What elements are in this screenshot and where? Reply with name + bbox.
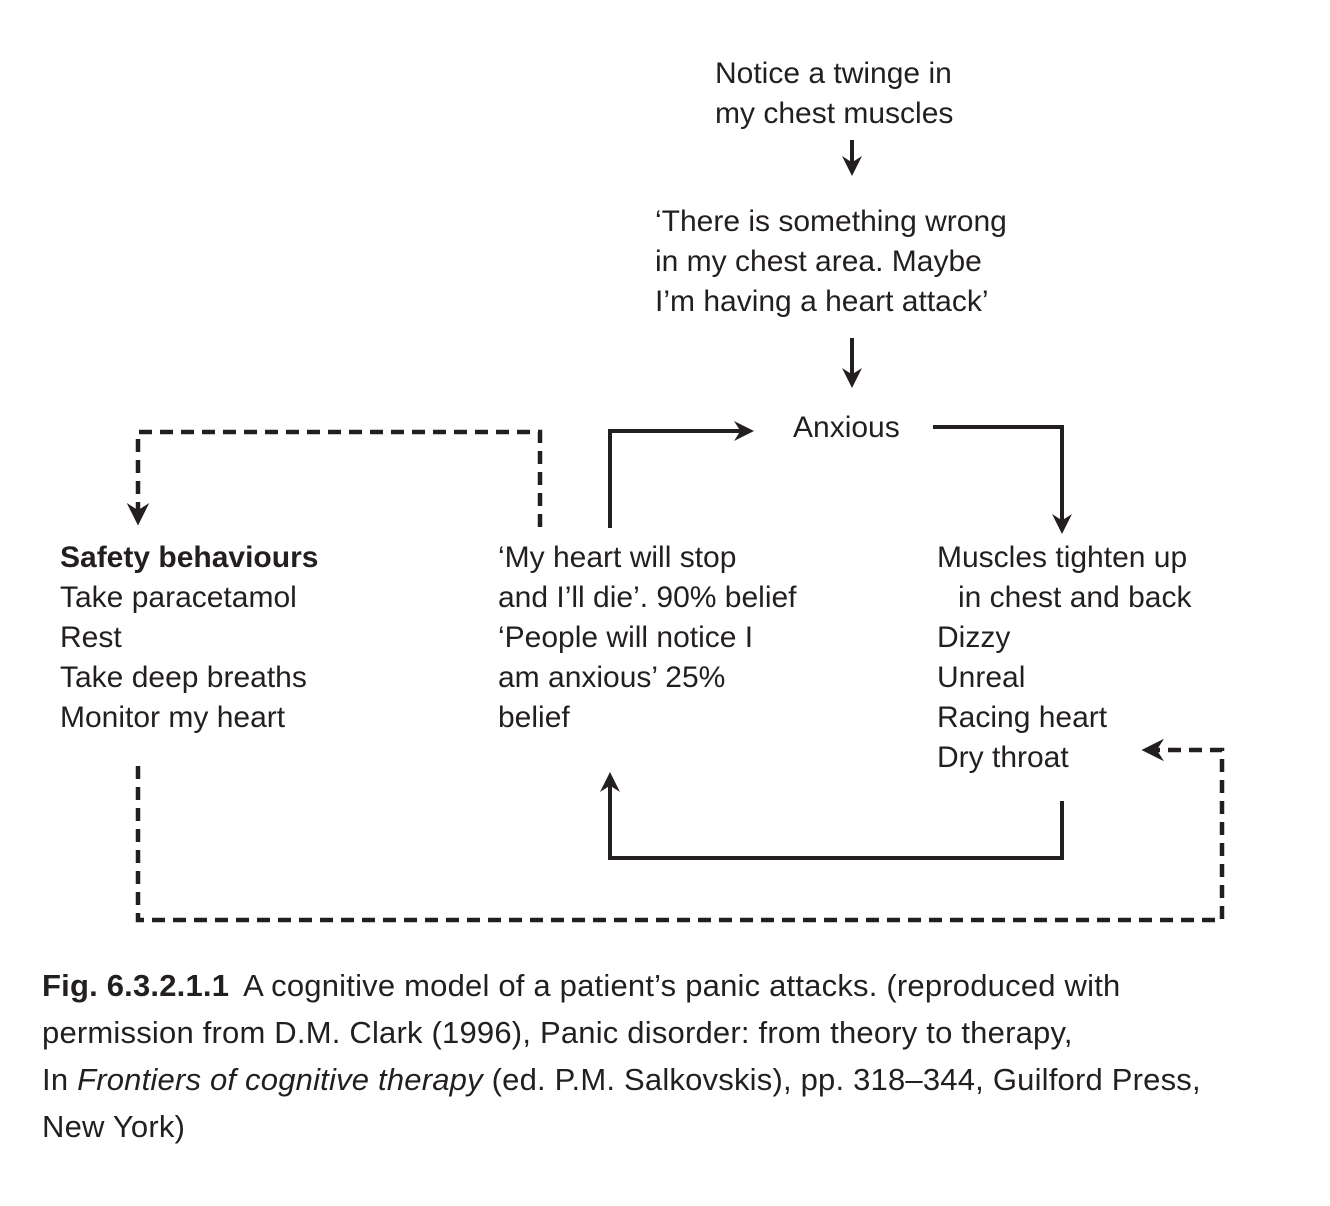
trigger-node: Notice a twinge in my chest muscles bbox=[715, 54, 953, 134]
symptom-line: Dry throat bbox=[937, 741, 1069, 774]
arrow-anxious-to-symptoms-icon bbox=[933, 425, 1072, 534]
safety-behaviour-item: Rest bbox=[60, 621, 122, 654]
belief-line: ‘People will notice I bbox=[498, 621, 754, 654]
symptom-line: Muscles tighten up bbox=[937, 541, 1188, 574]
interpretation-line: I’m having a heart attack’ bbox=[655, 285, 989, 318]
symptom-line: Unreal bbox=[937, 661, 1026, 694]
belief-line: ‘My heart will stop bbox=[498, 541, 737, 574]
symptom-line: in chest and back bbox=[958, 581, 1192, 614]
caption-line: In Frontiers of cognitive therapy (ed. P… bbox=[42, 1056, 1312, 1103]
safety-behaviours-node: Safety behaviours Take paracetamol Rest … bbox=[60, 538, 318, 738]
safety-behaviour-item: Monitor my heart bbox=[60, 701, 286, 734]
trigger-line: Notice a twinge in bbox=[715, 57, 952, 90]
caption-text: In bbox=[42, 1062, 78, 1097]
interpretation-node: ‘There is something wrong in my chest ar… bbox=[655, 202, 1007, 322]
interpretation-line: in my chest area. Maybe bbox=[655, 245, 982, 278]
anxious-label: Anxious bbox=[793, 411, 900, 444]
arrow-symptoms-loop-to-beliefs-icon bbox=[600, 772, 1064, 860]
safety-behaviours-title: Safety behaviours bbox=[60, 541, 319, 574]
caption-line: New York) bbox=[42, 1109, 186, 1144]
symptoms-node: Muscles tighten up in chest and back Diz… bbox=[937, 538, 1191, 778]
caption-line: permission from D.M. Clark (1996), Panic… bbox=[42, 1015, 1073, 1050]
belief-line: am anxious’ 25% bbox=[498, 661, 726, 694]
beliefs-node: ‘My heart will stop and I’ll die’. 90% b… bbox=[498, 538, 797, 738]
safety-behaviour-item: Take paracetamol bbox=[60, 581, 297, 614]
anxious-node: Anxious bbox=[793, 408, 900, 448]
belief-line: belief bbox=[498, 701, 570, 734]
caption-text: (ed. P.M. Salkovskis), pp. 318–344, Guil… bbox=[482, 1062, 1201, 1097]
arrow-beliefs-to-anxious-icon bbox=[608, 421, 754, 528]
symptom-line: Dizzy bbox=[937, 621, 1011, 654]
belief-line: and I’ll die’. 90% belief bbox=[498, 581, 797, 614]
figure-number: Fig. 6.3.2.1.1 bbox=[42, 968, 230, 1003]
book-title: Frontiers of cognitive therapy bbox=[77, 1062, 483, 1097]
dashed-arrow-safety-to-symptoms-icon bbox=[135, 738, 1225, 923]
dashed-arrow-to-safety-behaviours-icon bbox=[126, 429, 543, 527]
trigger-line: my chest muscles bbox=[715, 97, 954, 130]
symptom-line: Racing heart bbox=[937, 701, 1108, 734]
caption-line: Fig. 6.3.2.1.1 A cognitive model of a pat… bbox=[42, 962, 1312, 1009]
interpretation-line: ‘There is something wrong bbox=[655, 205, 1007, 238]
caption-text: A cognitive model of a patient’s panic a… bbox=[243, 968, 1121, 1003]
figure-caption: Fig. 6.3.2.1.1 A cognitive model of a pat… bbox=[42, 962, 1312, 1150]
safety-behaviour-item: Take deep breaths bbox=[60, 661, 307, 694]
